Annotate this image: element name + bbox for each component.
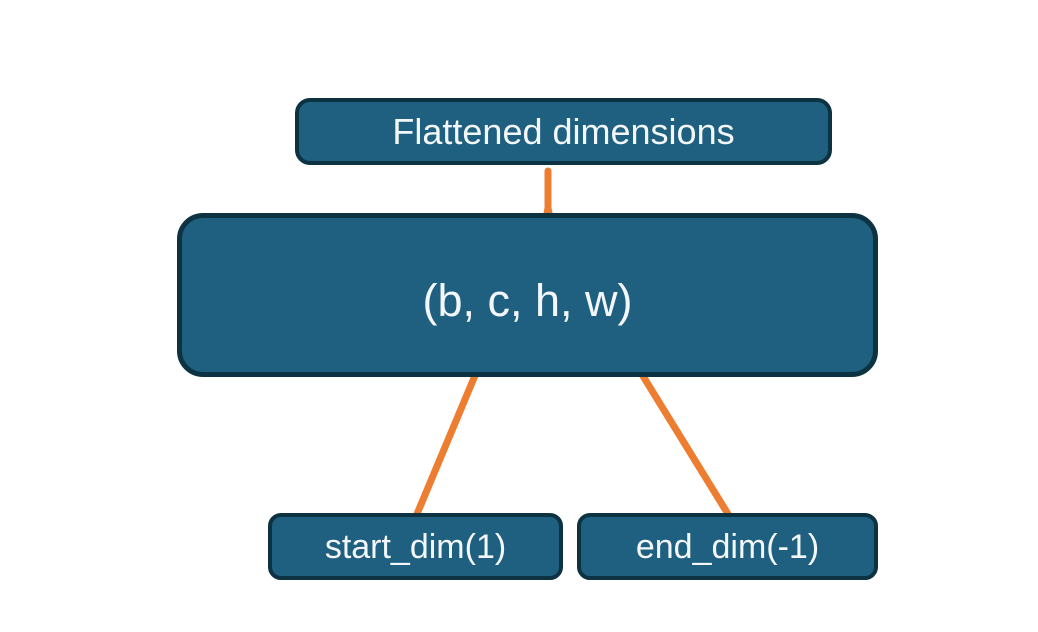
- flattened-dimensions-label: Flattened dimensions: [392, 110, 735, 152]
- start-dim-box: start_dim(1): [268, 513, 563, 580]
- start-dim-arrow-shaft: [413, 350, 488, 518]
- end-dim-arrow-shaft: [626, 351, 732, 518]
- end-dim-box: end_dim(-1): [577, 513, 878, 580]
- tensor-shape-box: (b, c, h, w): [177, 213, 878, 377]
- start-dim-label: start_dim(1): [324, 527, 507, 566]
- tensor-shape-label: (b, c, h, w): [422, 274, 633, 326]
- end-dim-label: end_dim(-1): [635, 527, 820, 566]
- flattened-dimensions-box: Flattened dimensions: [295, 98, 832, 165]
